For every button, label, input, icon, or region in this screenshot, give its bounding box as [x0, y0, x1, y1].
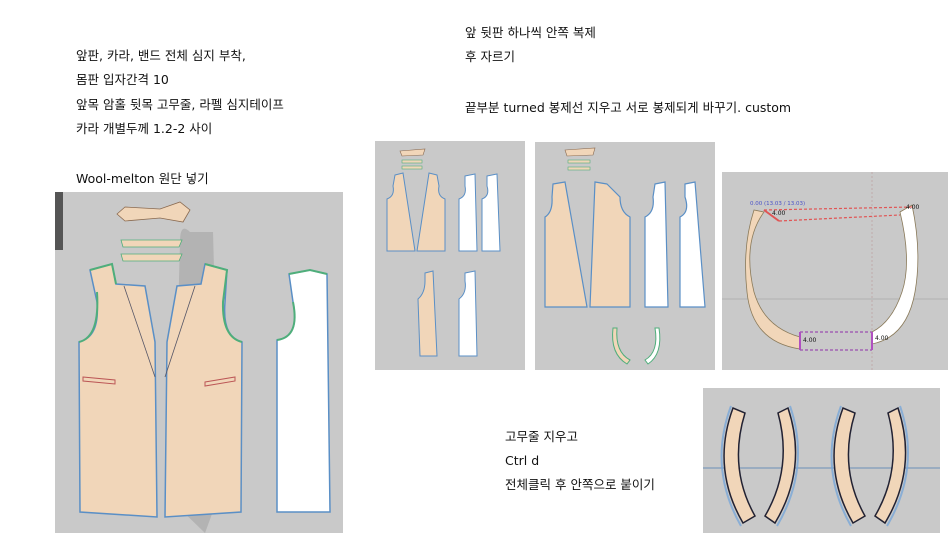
note-bottom-1: 고무줄 지우고: [505, 429, 578, 444]
pattern-screenshot-main: [55, 192, 343, 533]
pattern-screenshot-cut: [535, 142, 715, 370]
pattern-screenshot-duplicate: [375, 141, 525, 370]
note-line-2: 몸판 입자간격 10: [76, 72, 169, 87]
seam-note: 끝부분 turned 봉제선 지우고 서로 봉제되게 바꾸기. custom: [465, 100, 792, 115]
note-line-1: 앞판, 카라, 밴드 전체 심지 부착,: [76, 48, 246, 63]
note-right-2: 후 자르기: [465, 49, 515, 64]
fabric-note: Wool-melton 원단 넣기: [76, 171, 209, 186]
pattern-pieces: [55, 192, 331, 533]
note-line-3: 앞목 암홀 뒷목 고무줄, 라펠 심지테이프: [76, 97, 284, 112]
note-bottom-3: 전체클릭 후 안쪽으로 붙이기: [505, 477, 655, 492]
seam-measurement-screenshot: 0.00 (13.03 / 13.03) 4.00 4.00 4.00 4.00: [722, 172, 948, 370]
measure-bottom-left: 4.00: [803, 337, 817, 344]
note-right-1: 앞 뒷판 하나씩 안쪽 복제: [465, 25, 596, 40]
toolbar: [55, 192, 63, 250]
measure-bottom-right: 4.00: [875, 335, 889, 342]
measure-top-label: 0.00 (13.03 / 13.03): [750, 201, 806, 207]
note-line-4: 카라 개별두께 1.2-2 사이: [76, 121, 213, 136]
note-bottom-2: Ctrl d: [505, 453, 540, 468]
measure-top-left: 4.00: [772, 210, 786, 217]
band-duplicate-screenshot: [703, 388, 940, 533]
measure-top-right: 4.00: [906, 204, 920, 211]
